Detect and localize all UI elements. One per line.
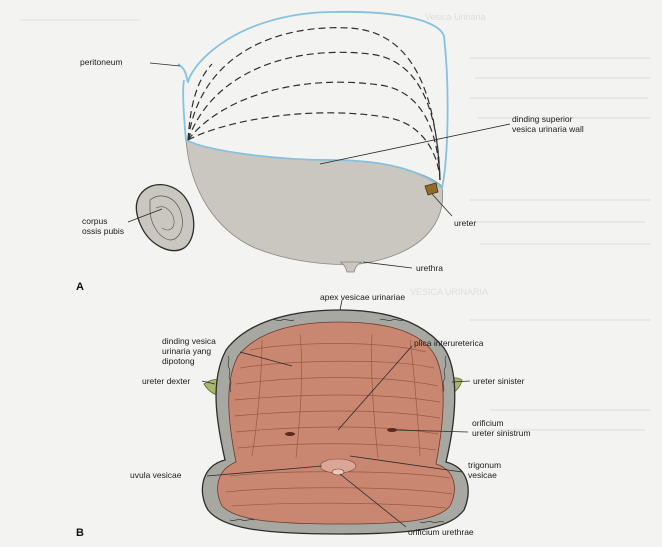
label-dinding-vesica-2: urinaria yang (162, 346, 211, 356)
label-trigonum-1: trigonum (468, 460, 501, 470)
label-corpus-1: corpus (82, 216, 108, 226)
panel-label-a: A (76, 281, 84, 293)
bleed-line-1: Vesica Urinaria (425, 12, 486, 22)
panel-label-b: B (76, 527, 84, 539)
bladder-mucosa (218, 322, 455, 524)
bleed-line-2: VESICA URINARIA (410, 287, 488, 297)
label-trigonum-2: vesicae (468, 470, 497, 480)
label-dinding-superior-2: vesica urinaria wall (512, 124, 584, 134)
label-apex: apex vesicae urinariae (320, 292, 405, 302)
label-plica: plica interureterica (414, 338, 484, 348)
label-ureter: ureter (454, 218, 476, 228)
orificium-ureter-dexter (285, 432, 295, 436)
label-orificium-urethrae: orificium urethrae (408, 527, 474, 537)
label-corpus-2: ossis pubis (82, 226, 124, 236)
label-ureter-dexter: ureter dexter (142, 376, 190, 386)
label-orificium-ureter-2: ureter sinistrum (472, 428, 531, 438)
orificium-urethrae-mark (332, 469, 344, 475)
label-dinding-superior-1: dinding superior (512, 114, 573, 124)
label-dinding-vesica-1: dinding vesica (162, 336, 216, 346)
label-dinding-vesica-3: dipotong (162, 356, 195, 366)
label-orificium-ureter-1: orificium (472, 418, 504, 428)
label-peritoneum: peritoneum (80, 57, 123, 67)
label-ureter-sinister: ureter sinister (473, 376, 525, 386)
label-urethra: urethra (416, 263, 443, 273)
label-uvula: uvula vesicae (130, 470, 182, 480)
